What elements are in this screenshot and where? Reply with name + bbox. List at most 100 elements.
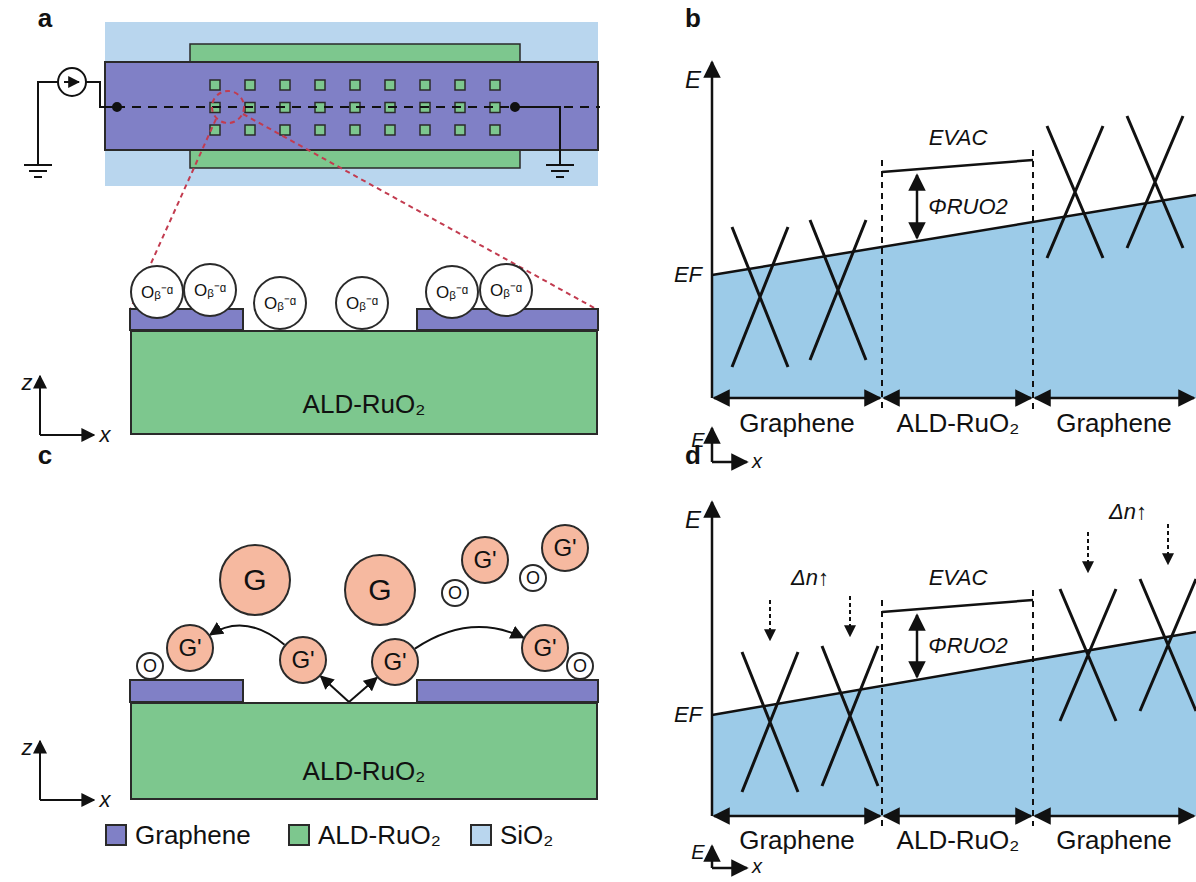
band-diagram-d	[769, 600, 771, 640]
radical-circle: G'	[541, 524, 589, 572]
graphene-pieces	[417, 680, 598, 702]
dirac-cones	[1060, 589, 1116, 721]
radical-circle: G'	[166, 624, 214, 672]
band-diagram-d	[882, 590, 1033, 826]
substrate-box: ALD-RuO₂	[130, 330, 598, 435]
node-text: G'	[553, 536, 576, 560]
axis-label: Δn↑	[791, 567, 829, 589]
contact-holes	[455, 125, 465, 135]
panel-letter: a	[38, 5, 52, 31]
oxygen-circle: Oᵦ⁻ᵅ	[479, 263, 533, 317]
axis-label: x	[752, 856, 762, 876]
node-text: O	[143, 657, 157, 675]
band-diagram-b	[916, 175, 919, 238]
contact-holes	[210, 80, 220, 90]
contact-holes	[420, 80, 430, 90]
legend-text: Graphene	[135, 822, 251, 848]
band-diagram-d	[884, 815, 1031, 818]
axis-label: E	[685, 68, 701, 92]
axis-label: z	[22, 372, 33, 394]
band-diagram-b	[882, 160, 1033, 172]
circuit-wiring	[38, 82, 58, 165]
axis-label: Graphene	[739, 410, 855, 436]
legend-text: SiO₂	[500, 822, 553, 848]
circuit-wiring	[64, 81, 79, 83]
node-text: G'	[533, 636, 556, 660]
oxygen-circle: Oᵦ⁻ᵅ	[425, 265, 479, 319]
axes	[39, 741, 41, 800]
band-diagram-b	[712, 398, 1194, 462]
circuit-wiring	[86, 82, 117, 107]
oxygen-circle: O	[441, 579, 469, 607]
axis-label: ALD-RuO₂	[897, 410, 1020, 436]
contact-holes	[385, 125, 395, 135]
radical-circle: G'	[521, 624, 569, 672]
band-diagram-b	[712, 62, 1196, 462]
axis-label: E	[685, 508, 701, 532]
oxygen-circle: Oᵦ⁻ᵅ	[130, 265, 184, 319]
gas-molecule: G	[219, 544, 291, 616]
device-top-view	[105, 22, 598, 186]
contact-holes	[385, 80, 395, 90]
panel-letter: c	[38, 442, 52, 468]
node-text: Oᵦ⁻ᵅ	[346, 295, 378, 312]
radical-circle: G'	[461, 536, 509, 584]
band-diagram-b	[712, 461, 747, 464]
reaction-arrow	[210, 625, 284, 644]
contact-holes	[280, 80, 290, 90]
axis-label: Graphene	[739, 827, 855, 853]
node-text: G	[368, 575, 391, 605]
substrate-box: ALD-RuO₂	[130, 702, 598, 800]
contact-holes	[455, 80, 465, 90]
axis-label: EF	[674, 704, 702, 726]
contact-holes	[280, 125, 290, 135]
node-text: Oᵦ⁻ᵅ	[194, 282, 226, 299]
legend-text: ALD-RuO₂	[318, 822, 441, 848]
band-diagram-d	[712, 632, 1196, 715]
dirac-cones	[742, 652, 798, 792]
axis-label: EF	[674, 264, 702, 286]
axis-label: Δn↑	[1109, 501, 1147, 523]
radical-circle: G'	[371, 638, 419, 686]
node-text: G	[243, 565, 266, 595]
oxygen-circle: Oᵦ⁻ᵅ	[183, 263, 237, 317]
band-diagram-d	[712, 632, 1196, 816]
oxygen-circle: O	[519, 564, 547, 592]
band-diagram-d	[712, 867, 747, 870]
contact-holes	[490, 80, 500, 90]
circuit-wiring	[58, 68, 86, 96]
band-diagram-d	[711, 502, 714, 816]
dirac-cones	[810, 220, 866, 360]
dirac-cones	[732, 116, 1196, 792]
band-diagram-b	[711, 428, 714, 462]
axes	[40, 799, 94, 801]
device-top-view	[105, 22, 598, 186]
circuit-wiring	[546, 165, 574, 177]
axis-label: Graphene	[1056, 827, 1172, 853]
reaction-arrow	[415, 627, 523, 649]
dirac-cones	[1047, 126, 1103, 258]
dirac-cones	[1127, 116, 1183, 248]
node-text: Oᵦ⁻ᵅ	[264, 295, 296, 312]
circuit-wiring	[24, 68, 600, 177]
reaction-arrow	[349, 678, 377, 702]
band-diagram-d	[882, 600, 1033, 612]
oxygen-circle: Oᵦ⁻ᵅ	[335, 276, 389, 330]
axis-label: Graphene	[1056, 410, 1172, 436]
node-text: G'	[291, 648, 314, 672]
node-text: G'	[383, 650, 406, 674]
oxygen-circle: Oᵦ⁻ᵅ	[253, 276, 307, 330]
node-text: O	[526, 569, 540, 587]
node-text: O	[448, 584, 462, 602]
contact-holes	[350, 80, 360, 90]
band-diagram-d	[849, 596, 851, 636]
contact-holes	[245, 125, 255, 135]
circuit-wiring	[24, 165, 52, 177]
band-diagram-b	[1035, 397, 1194, 400]
zoom-callout	[212, 91, 244, 123]
node-text: Oᵦ⁻ᵅ	[436, 284, 468, 301]
node-text: Oᵦ⁻ᵅ	[490, 282, 522, 299]
contact-holes	[315, 80, 325, 90]
node-text: G'	[178, 636, 201, 660]
axis-label: z	[22, 737, 33, 759]
